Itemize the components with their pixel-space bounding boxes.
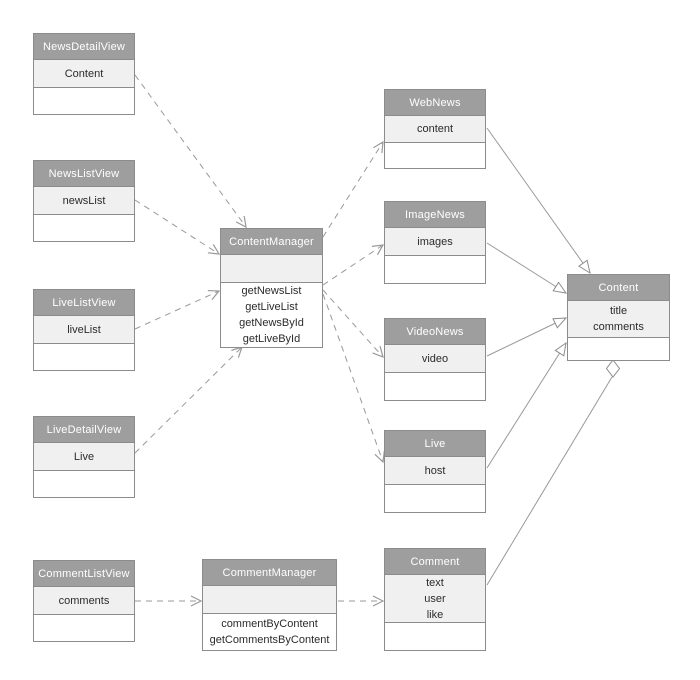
attributes-compartment: liveList (34, 316, 134, 344)
attribute-row: images (417, 235, 453, 248)
class-node-commentlistview[interactable]: CommentListView comments (33, 560, 135, 642)
class-name: Content (568, 275, 669, 301)
class-name: VideoNews (385, 319, 485, 345)
class-name: CommentListView (34, 561, 134, 587)
methods-compartment: getNewsList getLiveList getNewsById getLive… (221, 283, 322, 347)
dependency-edge-contentmanager-to-imagenews (322, 244, 385, 286)
attributes-compartment (203, 586, 336, 614)
methods-compartment (385, 256, 485, 283)
class-node-webnews[interactable]: WebNews content (384, 89, 486, 169)
methods-compartment (34, 88, 134, 114)
class-name: NewsDetailView (34, 34, 134, 60)
class-name: ContentManager (221, 229, 322, 255)
generalization-edge-live-to-content (486, 341, 567, 469)
aggregation-edge-comment-to-content (486, 376, 613, 586)
attribute-row: comments (593, 321, 644, 333)
dependency-edge-livedetailview-to-contentmanager (134, 346, 243, 454)
class-name: NewsListView (34, 161, 134, 187)
generalization-edge-videonews-to-content (486, 317, 568, 357)
attribute-row: newsList (62, 194, 106, 207)
attribute-row: text (426, 576, 444, 589)
class-node-newslistview[interactable]: NewsListView newsList (33, 160, 135, 242)
methods-compartment (568, 338, 669, 360)
attributes-compartment: newsList (34, 187, 134, 215)
class-name: Comment (385, 549, 485, 575)
attribute-row: user (424, 592, 446, 605)
method-row: getNewsList (241, 285, 302, 297)
attribute-row: content (416, 123, 454, 135)
dependency-edge-contentmanager-to-webnews (322, 140, 384, 238)
generalization-edge-webnews-to-content (486, 127, 591, 275)
attribute-row: video (421, 352, 449, 365)
class-node-videonews[interactable]: VideoNews video (384, 318, 486, 401)
attribute-row: Live (73, 450, 95, 463)
class-name: Live (385, 431, 485, 457)
methods-compartment (385, 623, 485, 650)
attributes-compartment: text user like (385, 575, 485, 623)
attribute-row: Content (64, 67, 104, 80)
method-row: commentByContent (221, 618, 318, 630)
method-row: getCommentsByContent (209, 634, 330, 646)
attributes-compartment: images (385, 228, 485, 256)
class-node-live[interactable]: Live host (384, 430, 486, 513)
dependency-edge-contentmanager-to-live (322, 293, 385, 464)
attribute-row: host (424, 464, 446, 477)
method-row: getLiveById (242, 333, 301, 345)
class-node-livelistview[interactable]: LiveListView liveList (33, 289, 135, 371)
class-name: ImageNews (385, 202, 485, 228)
methods-compartment (34, 471, 134, 497)
method-row: getLiveList (245, 301, 298, 313)
methods-compartment (385, 485, 485, 512)
dependency-edge-livelistview-to-contentmanager (134, 289, 221, 330)
generalization-edge-imagenews-to-content (486, 242, 568, 294)
aggregation-diamond (605, 359, 621, 378)
dependency-edge-contentmanager-to-videonews (322, 289, 384, 358)
methods-compartment (34, 215, 134, 241)
dependency-edge-newsdetailview-to-contentmanager (134, 74, 247, 229)
class-node-commentmanager[interactable]: CommentManager commentByContent getComment… (202, 559, 337, 651)
attribute-row: like (426, 608, 444, 621)
class-name: LiveDetailView (34, 417, 134, 443)
attributes-compartment: Live (34, 443, 134, 471)
class-name: CommentManager (203, 560, 336, 586)
dependency-edge-newslistview-to-contentmanager (134, 199, 221, 255)
attributes-compartment: Content (34, 60, 134, 88)
method-row: getNewsById (239, 317, 304, 329)
methods-compartment (385, 373, 485, 400)
attribute-row: comments (58, 594, 110, 607)
attributes-compartment: video (385, 345, 485, 373)
class-name: LiveListView (34, 290, 134, 316)
attributes-compartment: comments (34, 587, 134, 615)
class-node-content[interactable]: Content title comments (567, 274, 670, 361)
attributes-compartment: content (385, 116, 485, 143)
class-node-imagenews[interactable]: ImageNews images (384, 201, 486, 284)
attributes-compartment: host (385, 457, 485, 485)
methods-compartment (385, 143, 485, 168)
attribute-row: title (609, 305, 628, 317)
methods-compartment (34, 615, 134, 641)
attributes-compartment: title comments (568, 301, 669, 338)
attributes-compartment (221, 255, 322, 283)
attribute-row: liveList (67, 323, 101, 336)
class-name: WebNews (385, 90, 485, 116)
methods-compartment: commentByContent getCommentsByContent (203, 614, 336, 650)
methods-compartment (34, 344, 134, 370)
